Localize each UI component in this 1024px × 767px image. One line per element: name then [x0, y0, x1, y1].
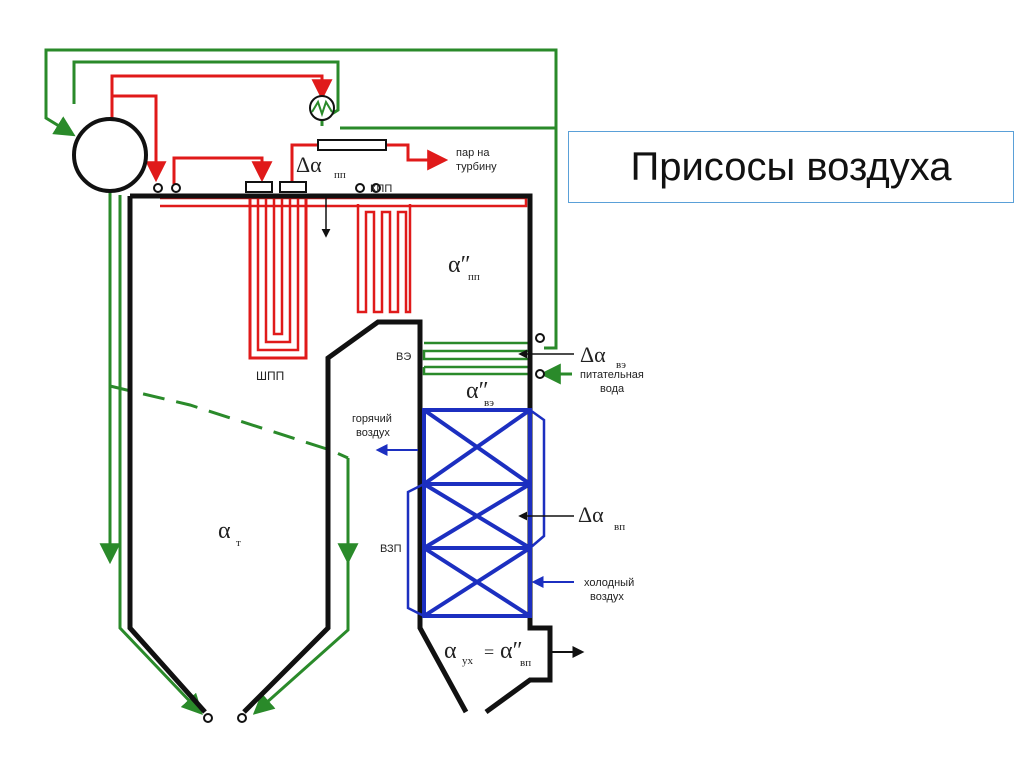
delta-alpha-vp-sub: вп — [614, 521, 625, 533]
alpha-pp-sub: пп — [468, 271, 480, 283]
shpp-label: ШПП — [256, 369, 284, 383]
alpha-ux-sub: ух — [462, 655, 474, 667]
feed-water-label-2: вода — [600, 383, 625, 395]
ve-label: ВЭ — [396, 351, 411, 363]
headers — [245, 139, 387, 193]
cold-air-label-2: воздух — [590, 591, 624, 603]
alpha-ux: α — [444, 638, 457, 664]
delta-alpha-ve: Δα — [580, 342, 606, 367]
feed-water-label-1: питательная — [580, 369, 644, 381]
delta-alpha-pp: Δα — [296, 152, 322, 177]
alpha-vp-sub: вп — [520, 657, 531, 669]
air-heater — [406, 408, 546, 618]
slide-title: Присосы воздуха — [630, 144, 952, 189]
equals-sign: = — [484, 642, 494, 662]
delta-alpha-vp: Δα — [578, 502, 604, 527]
drum — [72, 117, 148, 193]
hot-air-label-1: горячий — [352, 413, 392, 425]
alpha-vp: α″ — [500, 638, 523, 664]
vzp-label: ВЗП — [380, 543, 402, 555]
kpp-label: КПП — [370, 183, 392, 195]
steam-to-turbine-label-2: турбину — [456, 161, 497, 173]
heat-exchanger-icon — [309, 95, 335, 121]
alpha-ve-sub: вэ — [484, 397, 494, 409]
alpha-ve: α″ — [466, 378, 489, 404]
title-box: Присосы воздуха — [568, 131, 1014, 203]
junction-nodes — [153, 183, 545, 723]
cold-air-label-1: холодный — [584, 577, 634, 589]
alpha-t-sub: т — [236, 537, 241, 549]
delta-alpha-ve-sub: вэ — [616, 359, 626, 371]
hot-air-label-2: воздух — [356, 427, 390, 439]
alpha-pp: α″ — [448, 252, 471, 278]
delta-alpha-pp-sub: пп — [334, 169, 346, 181]
alpha-t: α — [218, 518, 231, 544]
steam-to-turbine-label-1: пар на — [456, 147, 490, 159]
